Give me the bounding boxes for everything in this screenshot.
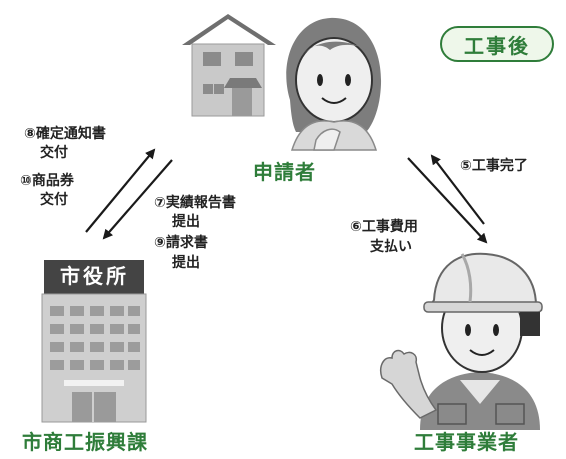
arrow-s5 — [430, 154, 485, 225]
worker-helmet-icon — [380, 252, 543, 430]
step-8-line1: ⑧確定通知書 — [24, 126, 106, 142]
step-7-line2: 提出 — [172, 214, 200, 230]
house-icon — [182, 14, 276, 117]
arrow-s6 — [407, 157, 488, 244]
applicant-woman-icon — [286, 17, 382, 151]
city-hall-building-icon — [41, 260, 147, 423]
step-6-line2: 支払い — [370, 239, 412, 255]
city-hall-sign: 市役所 — [60, 264, 129, 288]
arrow-s8-s10 — [85, 148, 156, 233]
city-section-label: 市商工振興課 — [22, 430, 148, 454]
step-5: ⑤工事完了 — [460, 158, 528, 174]
step-7-line1: ⑦実績報告書 — [154, 195, 236, 211]
contractor-label: 工事事業者 — [414, 430, 519, 454]
step-9-line2: 提出 — [172, 255, 200, 271]
step-10-line2: 交付 — [40, 192, 68, 208]
arrows — [85, 148, 488, 244]
arrow-s7-s9 — [102, 159, 173, 240]
step-9-line1: ⑨請求書 — [154, 235, 208, 251]
applicant-label: 申請者 — [253, 160, 316, 184]
after-construction-badge: 工事後 — [440, 26, 554, 62]
step-8-line2: 交付 — [40, 145, 68, 161]
step-10-line1: ⑩商品券 — [20, 173, 74, 189]
step-6-line1: ⑥工事費用 — [350, 219, 418, 235]
